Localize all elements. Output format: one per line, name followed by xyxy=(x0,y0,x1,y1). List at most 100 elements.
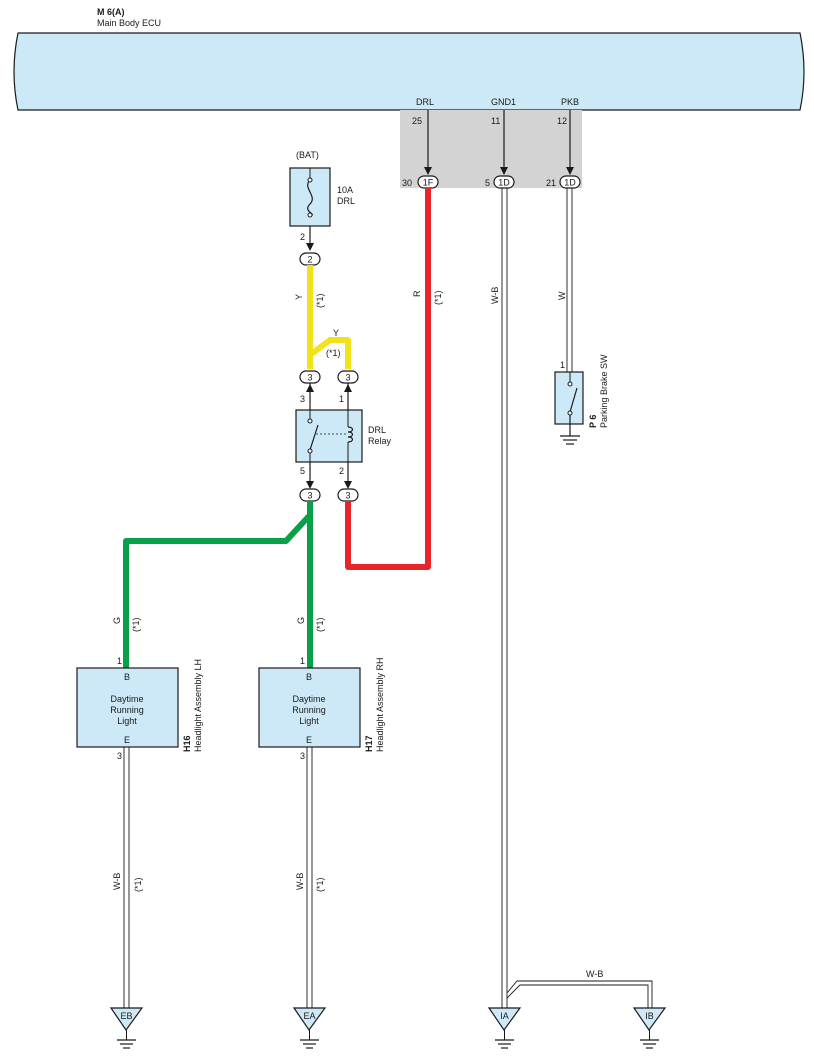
arrow-icon xyxy=(306,243,314,251)
wire-green-code-lh: G xyxy=(112,617,122,624)
headlight-lh-id: H16 xyxy=(182,735,192,752)
wire-green-code-rh: G xyxy=(296,617,306,624)
svg-text:1F: 1F xyxy=(423,178,434,188)
wire-lh-ground-note: (*1) xyxy=(133,877,143,892)
connector-gnd1-pin: 5 xyxy=(485,178,490,188)
headlight-rh-body-2: Running xyxy=(292,705,326,715)
svg-text:3: 3 xyxy=(307,373,312,383)
parking-switch-id: P 6 xyxy=(588,415,598,428)
ecu-pin-gnd1-label: GND1 xyxy=(491,97,516,107)
ecu-pin-gnd1-number: 11 xyxy=(491,116,500,126)
ground-point-ea: EA xyxy=(292,1007,327,1049)
headlight-lh-top-pin: 1 xyxy=(117,656,122,666)
wire-red xyxy=(345,188,431,570)
arrow-icon xyxy=(344,384,352,392)
svg-text:IB: IB xyxy=(645,1011,654,1021)
wire-pkb xyxy=(566,188,573,372)
relay-pin-1: 1 xyxy=(339,394,344,404)
wire-yellow-note-1: (*1) xyxy=(315,293,325,308)
ecu-pin-pkb-label: PKB xyxy=(561,97,579,107)
headlight-lh-terminal-b: B xyxy=(124,672,130,682)
ground-icon xyxy=(560,435,580,445)
connector-relay-3b: 3 xyxy=(337,370,359,384)
connector-pkb-pin: 21 xyxy=(546,178,556,188)
svg-text:EA: EA xyxy=(303,1011,315,1021)
headlight-lh-body-3: Light xyxy=(117,716,137,726)
wire-ia-ib xyxy=(506,980,653,1010)
svg-text:1D: 1D xyxy=(498,178,510,188)
relay-contact xyxy=(307,448,313,454)
wire-lh-ground-code: W-B xyxy=(112,873,122,890)
relay-switch-icon xyxy=(309,424,319,451)
fuse-name: DRL xyxy=(337,196,355,206)
connector-gnd1: 1D xyxy=(493,175,515,189)
wire-yellow-note-2: (*1) xyxy=(326,348,341,358)
arrow-icon xyxy=(424,167,432,175)
wire-rh-ground-code: W-B xyxy=(295,873,305,890)
parking-switch-contact xyxy=(567,410,573,416)
wire-green-note-rh: (*1) xyxy=(315,617,325,632)
parking-switch-box xyxy=(554,371,584,425)
wire-rh-ground-note: (*1) xyxy=(315,877,325,892)
wire-yellow-code-2: Y xyxy=(333,328,339,338)
headlight-lh-bottom-pin: 3 xyxy=(117,751,122,761)
fuse-terminal xyxy=(307,212,313,218)
ground-icon xyxy=(117,1039,136,1049)
wire-ia-ib-code: W-B xyxy=(586,969,603,979)
headlight-rh-box xyxy=(258,667,361,748)
ecu-name: Main Body ECU xyxy=(97,18,161,28)
wire-red-code: R xyxy=(412,290,422,297)
connector-fuse: 2 xyxy=(299,252,321,266)
arrow-icon xyxy=(566,167,574,175)
wire-green xyxy=(123,501,313,668)
ecu-body xyxy=(13,32,805,111)
headlight-rh-name: Headlight Assembly RH xyxy=(375,657,385,752)
headlight-lh-body-2: Running xyxy=(110,705,144,715)
headlight-rh-top-pin: 1 xyxy=(300,656,305,666)
relay-pin-3: 3 xyxy=(300,394,305,404)
headlight-rh-bottom-pin: 3 xyxy=(300,751,305,761)
wire-lh-ground xyxy=(123,747,130,1010)
fuse-pin: 2 xyxy=(300,232,305,242)
ground-point-ib: IB xyxy=(632,1007,667,1049)
fuse-source: (BAT) xyxy=(296,150,319,160)
junction-block xyxy=(400,110,582,188)
headlight-rh-id: H17 xyxy=(364,735,374,752)
wire-green-note-lh: (*1) xyxy=(131,617,141,632)
wire-yellow xyxy=(307,265,351,369)
relay-name-line2: Relay xyxy=(368,436,392,446)
parking-switch-icon xyxy=(569,387,578,413)
parking-switch-contact xyxy=(567,381,573,387)
ecu-pin-pkb-number: 12 xyxy=(557,116,567,126)
headlight-lh-terminal-e: E xyxy=(124,735,130,745)
svg-text:1D: 1D xyxy=(564,178,576,188)
wire-rh-ground xyxy=(306,747,313,1010)
arrow-icon xyxy=(500,167,508,175)
parking-switch-pin: 1 xyxy=(560,360,565,370)
parking-switch-name: Parking Brake SW xyxy=(599,354,609,428)
relay-contact xyxy=(307,418,313,424)
headlight-lh-name: Headlight Assembly LH xyxy=(193,659,203,752)
connector-drl: 1F xyxy=(417,175,439,189)
relay-coil-icon xyxy=(347,426,354,443)
ecu-pin-drl-label: DRL xyxy=(416,97,434,107)
headlight-rh-body-3: Light xyxy=(299,716,319,726)
arrow-icon xyxy=(306,384,314,392)
relay-name-line1: DRL xyxy=(368,425,386,435)
svg-text:3: 3 xyxy=(345,373,350,383)
fuse-terminal xyxy=(307,177,313,183)
ground-icon xyxy=(300,1039,319,1049)
connector-relay-3c: 3 xyxy=(299,488,321,502)
relay-pin-5: 5 xyxy=(300,466,305,476)
wire-gnd1 xyxy=(501,188,508,1010)
ecu-pin-drl-number: 25 xyxy=(412,116,422,126)
connector-relay-3d: 3 xyxy=(337,488,359,502)
ground-point-eb: EB xyxy=(109,1007,144,1049)
svg-text:3: 3 xyxy=(345,491,350,501)
relay-pin-2: 2 xyxy=(339,466,344,476)
connector-pkb: 1D xyxy=(559,175,581,189)
fuse-rating: 10A xyxy=(337,185,353,195)
wire-gnd1-code: W-B xyxy=(490,287,500,304)
ground-icon xyxy=(495,1039,514,1049)
connector-relay-3a: 3 xyxy=(299,370,321,384)
